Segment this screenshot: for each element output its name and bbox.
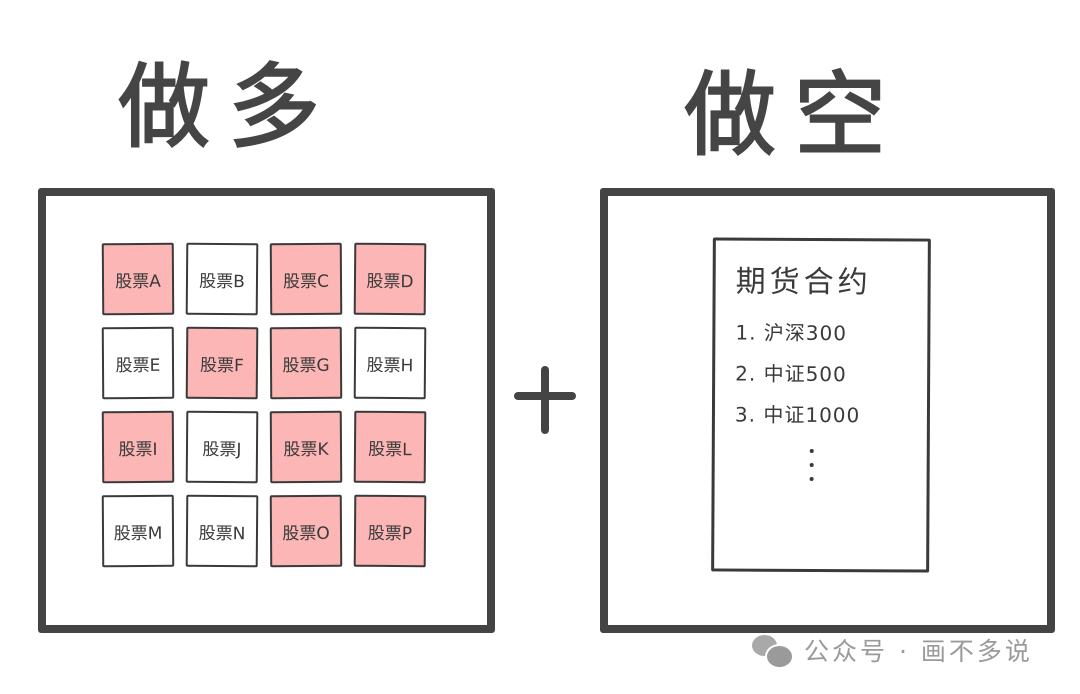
- stock-cell: 股票A: [101, 242, 175, 316]
- wechat-icon: [752, 633, 794, 669]
- stock-cell: 股票N: [185, 494, 259, 568]
- stock-cell: 股票K: [269, 410, 343, 484]
- short-title: 做空: [683, 62, 905, 169]
- sheet-title: 期货合约: [735, 264, 872, 301]
- short-panel: 期货合约 1. 沪深300 2. 中证500 3. 中证1000: [600, 188, 1055, 633]
- long-panel: 股票A 股票B 股票C 股票D 股票E 股票F 股票G 股票H 股票I 股票J …: [38, 188, 495, 633]
- stock-cell: 股票O: [269, 494, 343, 568]
- stock-cell: 股票P: [353, 494, 427, 568]
- stock-cell: 股票B: [185, 242, 259, 316]
- stock-cell: 股票D: [353, 242, 427, 316]
- watermark-text: 公众号 · 画不多说: [804, 637, 1033, 666]
- plus-icon: [514, 366, 576, 434]
- stock-cell: 股票J: [185, 410, 259, 484]
- futures-list: 1. 沪深300 2. 中证500 3. 中证1000: [735, 313, 861, 437]
- stock-cell: 股票C: [269, 242, 343, 316]
- list-item: 3. 中证1000: [734, 402, 861, 428]
- stock-cell: 股票G: [269, 326, 343, 400]
- stock-grid: 股票A 股票B 股票C 股票D 股票E 股票F 股票G 股票H 股票I 股票J …: [101, 242, 427, 568]
- long-title: 做多: [117, 54, 339, 161]
- stock-cell: 股票L: [353, 410, 427, 484]
- stock-cell: 股票I: [101, 410, 175, 484]
- stock-cell: 股票M: [101, 494, 175, 568]
- stock-cell: 股票H: [353, 326, 427, 400]
- stock-cell: 股票F: [185, 326, 259, 400]
- list-item: 1. 沪深300: [735, 320, 848, 346]
- watermark: 公众号 · 画不多说: [752, 632, 1033, 669]
- list-item: 2. 中证500: [735, 361, 847, 387]
- ellipsis-icon: [809, 448, 816, 491]
- futures-sheet: 期货合约 1. 沪深300 2. 中证500 3. 中证1000: [711, 237, 931, 573]
- stock-cell: 股票E: [101, 326, 175, 400]
